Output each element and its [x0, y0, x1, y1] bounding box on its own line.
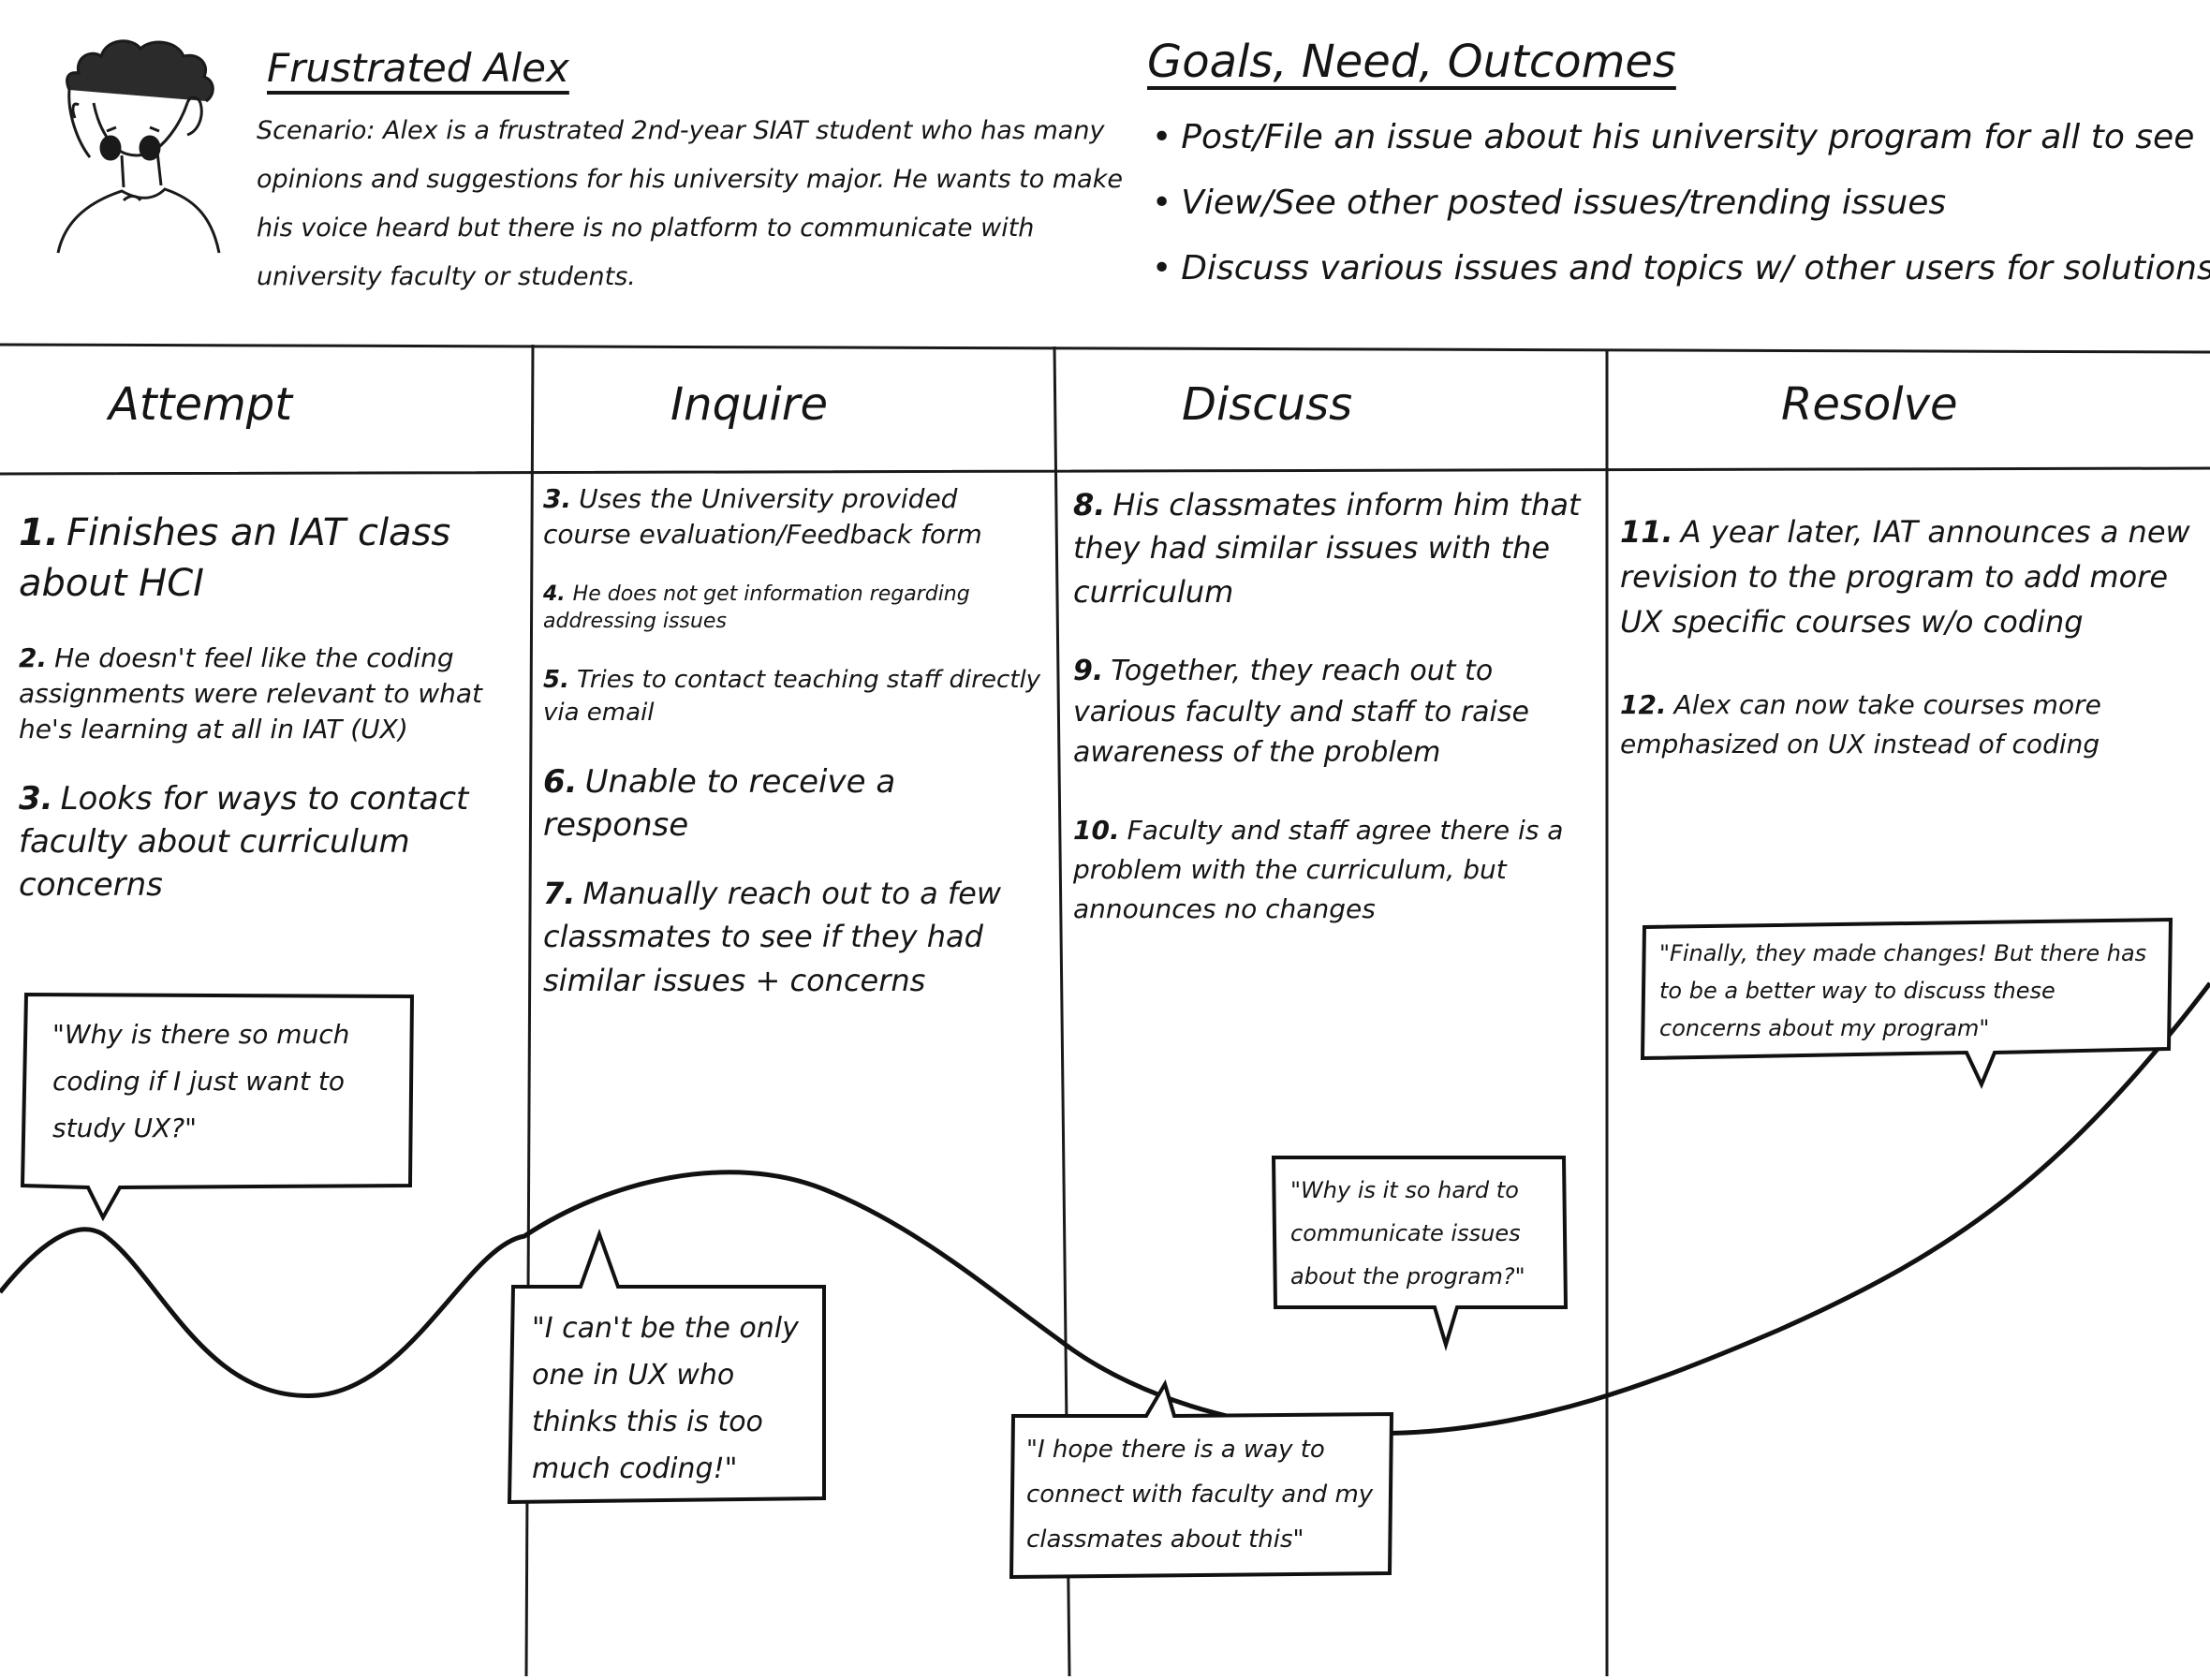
stage-title-discuss: Discuss: [1182, 378, 1353, 431]
goal-text: Post/File an issue about his university …: [1181, 118, 2195, 156]
stage-title-resolve: Resolve: [1781, 378, 1958, 431]
goal-item: •View/See other posted issues/trending i…: [1152, 170, 2201, 236]
step-item: 4.He does not get information regarding …: [543, 582, 970, 634]
goals-title: Goals, Need, Outcomes: [1147, 36, 1676, 88]
step-item: 9.Together, they reach out to various fa…: [1073, 655, 1529, 770]
steps-discuss: 8.His classmates inform him that they ha…: [1073, 483, 1593, 961]
speech-bubbles: [20, 917, 2173, 1580]
quote-text-q2: "I can't be the only one in UX who think…: [532, 1312, 799, 1485]
step-item: 11.A year later, IAT announces a new rev…: [1620, 514, 2190, 640]
goal-text: View/See other posted issues/trending is…: [1181, 184, 1947, 222]
step-item: 10.Faculty and staff agree there is a pr…: [1073, 814, 1564, 924]
quote-text-q4: "I hope there is a way to connect with f…: [1026, 1436, 1374, 1554]
step-item: 12.Alex can now take courses more emphas…: [1620, 689, 2101, 759]
steps-resolve: 11.A year later, IAT announces a new rev…: [1620, 509, 2191, 796]
goal-item: •Discuss various issues and topics w/ ot…: [1152, 236, 2210, 302]
persona-scenario: Scenario: Alex is a frustrated 2nd-year …: [257, 116, 1123, 291]
bubble-q5: [1640, 917, 2173, 1089]
stage-title-inquire: Inquire: [670, 378, 829, 431]
goal-text: Discuss various issues and topics w/ oth…: [1181, 249, 2210, 287]
bullet-icon: •: [1152, 249, 1172, 287]
step-item: 8.His classmates inform him that they ha…: [1073, 487, 1581, 610]
stage-title-attempt: Attempt: [109, 378, 293, 431]
bubble-q3: [1271, 1156, 1569, 1351]
quote-text-q3: "Why is it so hard to communicate issues…: [1290, 1177, 1525, 1289]
persona-name: Frustrated Alex: [267, 45, 569, 91]
quote-text-q1: "Why is there so much coding if I just w…: [52, 1019, 350, 1143]
goals-list: •Post/File an issue about his university…: [1152, 105, 2210, 302]
emotion-curve: [0, 981, 2210, 1437]
step-item: 1.Finishes an IAT class about HCI: [19, 511, 451, 605]
steps-attempt: 1.Finishes an IAT class about HCI 2.He d…: [19, 508, 524, 939]
step-item: 7.Manually reach out to a few classmates…: [543, 875, 1001, 998]
quote-text-q5: "Finally, they made changes! But there h…: [1659, 940, 2147, 1041]
bubble-q1: [20, 992, 415, 1222]
step-item: 6.Unable to receive a response: [543, 763, 896, 845]
step-item: 5.Tries to contact teaching staff direct…: [543, 665, 1041, 728]
bullet-icon: •: [1152, 118, 1172, 156]
step-item: 3.Uses the University provided course ev…: [543, 483, 982, 550]
bullet-icon: •: [1152, 184, 1172, 222]
goal-item: •Post/File an issue about his university…: [1152, 105, 2201, 170]
steps-inquire: 3.Uses the University provided course ev…: [543, 481, 1044, 1034]
persona-avatar-icon: [56, 39, 221, 254]
step-item: 2.He doesn't feel like the coding assign…: [19, 642, 483, 744]
bubble-q4: [1009, 1379, 1394, 1580]
step-item: 3.Looks for ways to contact faculty abou…: [19, 780, 469, 905]
bubble-q2: [507, 1229, 826, 1505]
